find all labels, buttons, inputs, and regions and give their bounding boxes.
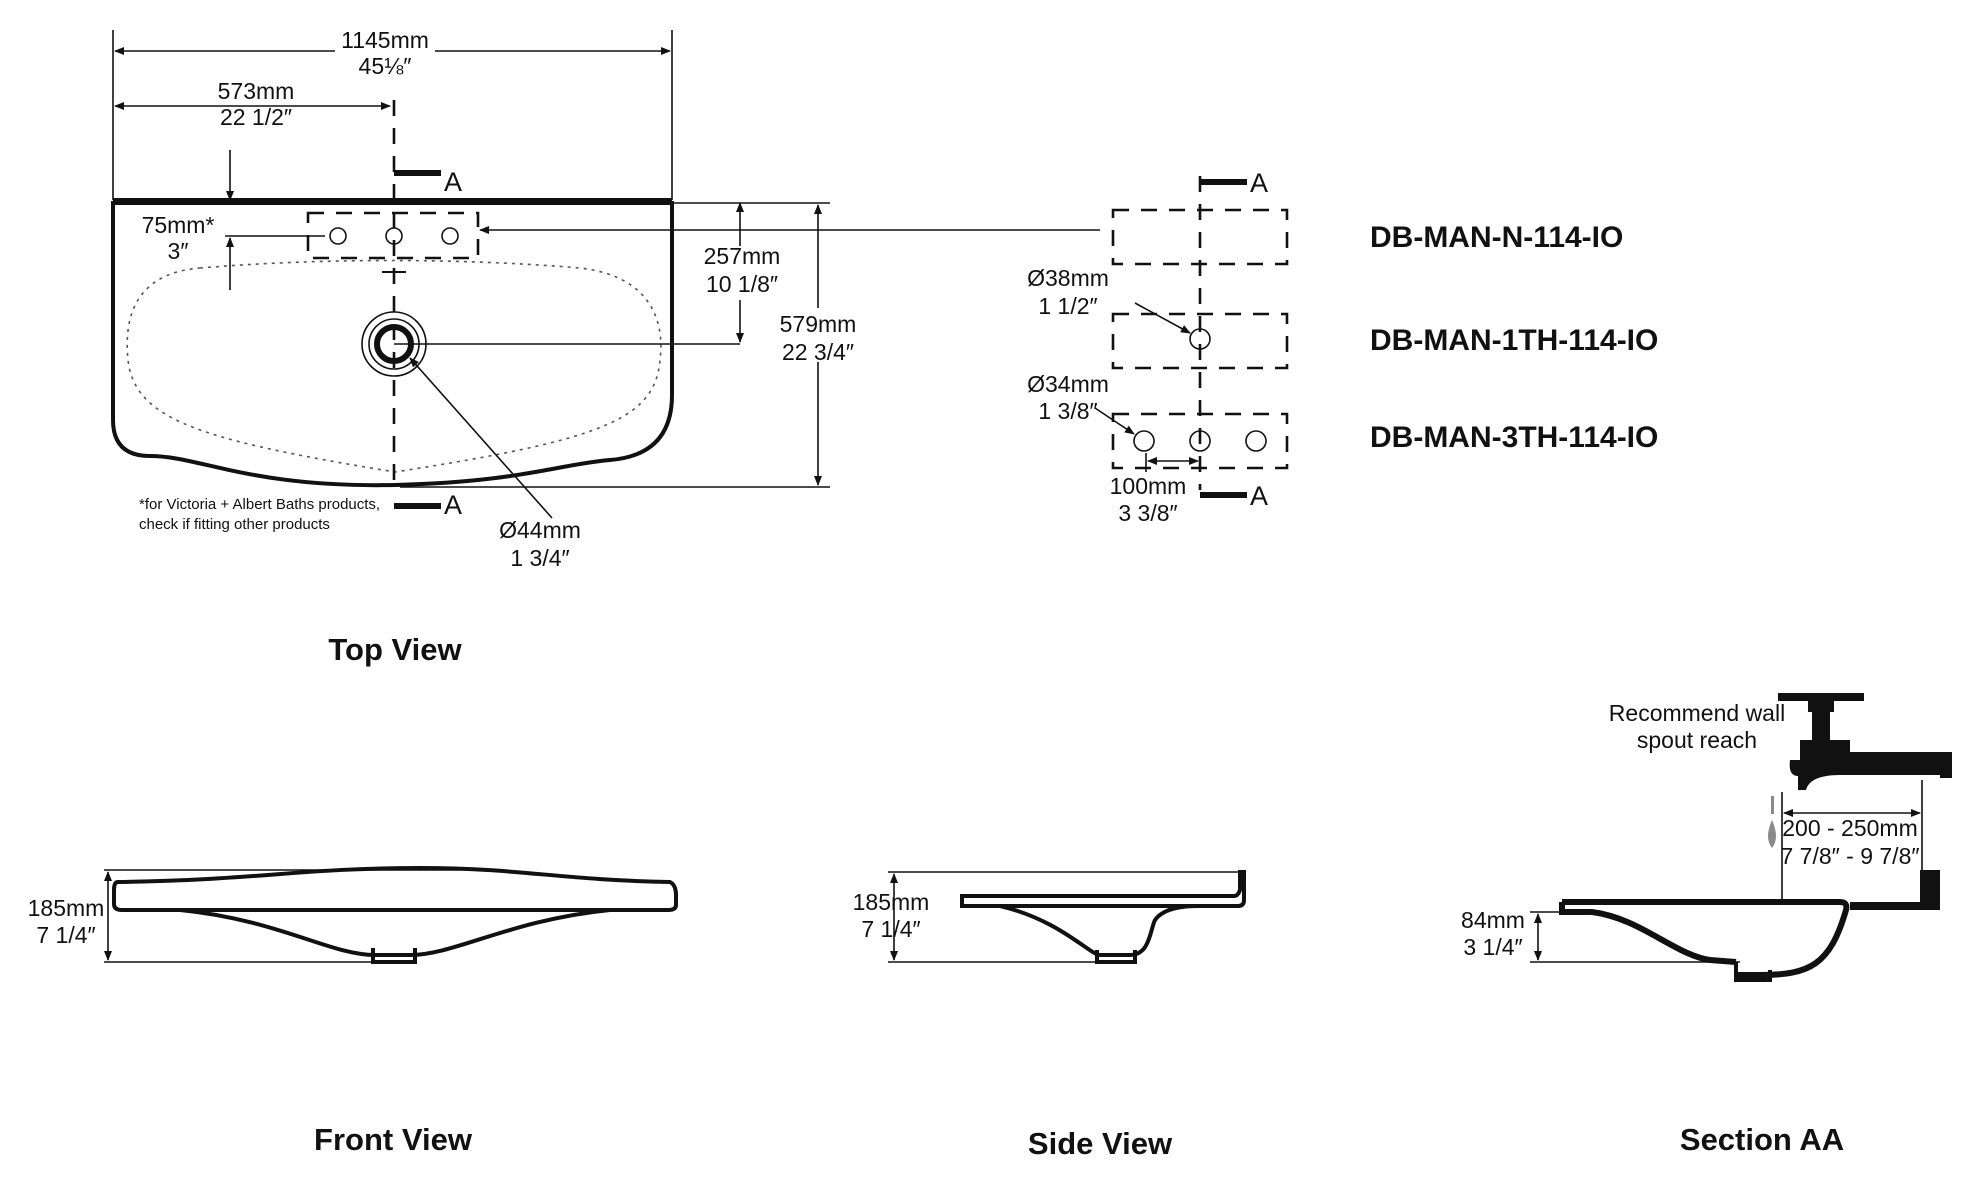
waste-offset-in: 10 1/8″ (706, 271, 778, 297)
hole-spacing-mm: 100mm (1110, 473, 1187, 499)
depth-in: 22 3/4″ (782, 339, 854, 365)
bowl-outline (126, 259, 662, 473)
hole-38-in: 1 1/2″ (1038, 293, 1097, 319)
tap-hole-right (1245, 430, 1267, 452)
hole-34-in: 1 3/8″ (1038, 398, 1097, 424)
overall-width-mm: 1145mm (341, 27, 429, 53)
water-drop-icon (1768, 820, 1776, 848)
leader-line (1094, 407, 1135, 435)
spout-note-line-1: Recommend wall (1609, 700, 1785, 726)
side-view: 185mm 7 1/4″ Side View (853, 870, 1246, 1161)
front-view-title: Front View (314, 1122, 473, 1157)
front-height-mm: 185mm (28, 895, 105, 921)
model-three-tap-hole: DB-MAN-3TH-114-IO (1370, 421, 1658, 454)
bowl-side-outline (999, 904, 1201, 957)
waste-diameter-mm: Ø44mm (499, 517, 581, 543)
basin-outline (111, 201, 674, 488)
tap-hole-left (329, 227, 347, 245)
section-aa: Recommend wall spout reach 200 - 250mm 7… (1461, 693, 1952, 1157)
section-letter-bottom: A (444, 490, 462, 520)
overall-width-in: 45⅛″ (359, 53, 412, 79)
waste-section (1734, 962, 1772, 982)
hole-spacing-in: 3 3/8″ (1118, 500, 1177, 526)
center-distance-mm: 573mm (218, 78, 295, 104)
bowl-section (1559, 902, 1737, 965)
depth-mm: 579mm (780, 311, 857, 337)
waste-offset-mm: 257mm (704, 243, 781, 269)
hole-inset-in: 3″ (168, 238, 189, 264)
front-height-in: 7 1/4″ (36, 922, 95, 948)
leader-line (409, 357, 553, 519)
bowl-depth-mm: 84mm (1461, 907, 1525, 933)
hole-inset-mm: 75mm* (142, 212, 215, 238)
tap-handle-icon (1778, 693, 1864, 712)
waste-side (1095, 950, 1137, 964)
option-one-hole (1111, 312, 1289, 370)
section-letter-top: A (1250, 168, 1268, 198)
leader-line (1134, 302, 1191, 334)
tap-thread (1940, 752, 1952, 778)
section-letter-bottom: A (1250, 481, 1268, 511)
option-three-hole (1111, 412, 1289, 470)
top-view-title: Top View (328, 632, 462, 667)
front-view: 185mm 7 1/4″ Front View (28, 865, 678, 1157)
water-stream (1771, 796, 1774, 814)
basin-side-outline (960, 870, 1246, 908)
spout-note-line-2: spout reach (1637, 727, 1757, 753)
side-view-title: Side View (1028, 1126, 1173, 1161)
footnote-line-2: check if fitting other products (139, 516, 330, 533)
center-distance-in: 22 1/2″ (220, 104, 292, 130)
side-height-mm: 185mm (853, 889, 930, 915)
tap-hole-right (441, 227, 459, 245)
model-one-tap-hole: DB-MAN-1TH-114-IO (1370, 324, 1658, 357)
spout-reach-in: 7 7/8″ - 9 7/8″ (1780, 843, 1919, 869)
basin-front-outline (112, 865, 678, 912)
spout-reach-mm: 200 - 250mm (1782, 815, 1918, 841)
bowl-depth-in: 3 1/4″ (1463, 934, 1522, 960)
option-no-hole (1111, 208, 1289, 266)
bowl-front-outline (179, 908, 611, 957)
model-no-tap-hole: DB-MAN-N-114-IO (1370, 221, 1623, 254)
footnote-line-1: *for Victoria + Albert Baths products, (139, 496, 380, 513)
waste-diameter-in: 1 3/4″ (510, 545, 569, 571)
section-letter-top: A (444, 167, 462, 197)
section-aa-title: Section AA (1680, 1122, 1844, 1157)
hole-38-mm: Ø38mm (1027, 265, 1109, 291)
wall-spout-icon (1789, 740, 1940, 790)
basin-back-upstand (1850, 870, 1940, 910)
tap-hole-center (1189, 430, 1211, 452)
hole-34-mm: Ø34mm (1027, 371, 1109, 397)
basin-section-top (1562, 899, 1850, 978)
single-tap-hole (1189, 328, 1211, 350)
side-height-in: 7 1/4″ (861, 916, 920, 942)
tap-hole-options: A A Ø38mm 1 1/2″ Ø34mm 1 3/8″ 100mm 3 3/… (1027, 168, 1658, 526)
tap-stem (1812, 712, 1830, 740)
top-view: 1145mm 45⅛″ 573mm 22 1/2″ 75mm* 3″ A A (111, 27, 1100, 667)
tap-hole-left (1133, 430, 1155, 452)
